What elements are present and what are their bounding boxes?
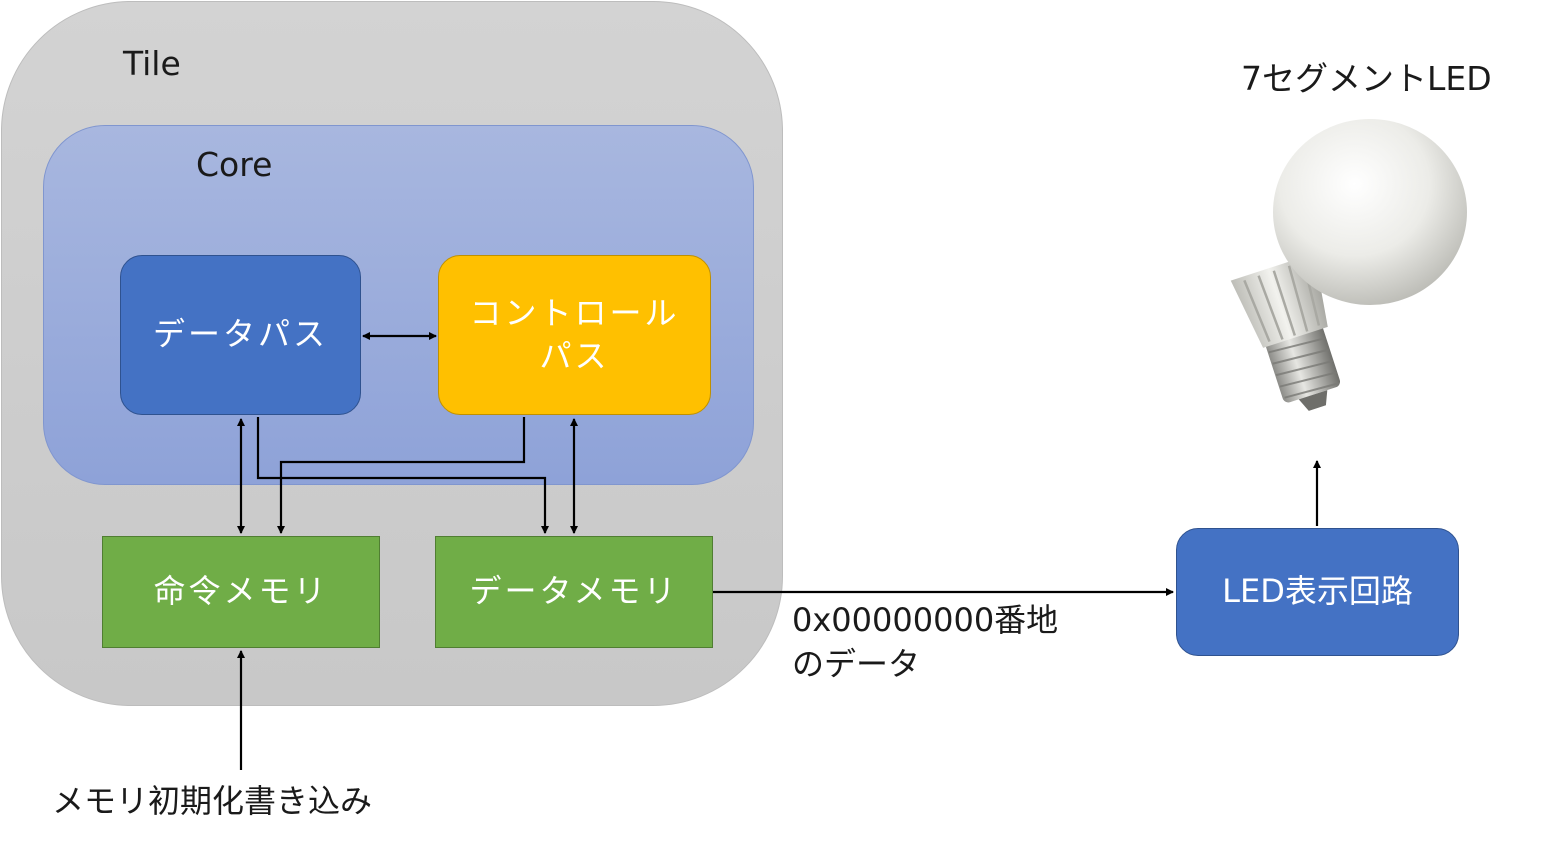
controlpath-imem-wire: [277, 417, 526, 534]
datapath-label: データパス: [152, 315, 328, 354]
tile-label: Tile: [123, 44, 181, 83]
data-memory-block: データメモリ: [435, 536, 713, 648]
core-label: Core: [196, 145, 273, 184]
datapath-dmem-wire: [256, 417, 549, 534]
address-note: 0x00000000番地 のデータ: [792, 598, 1058, 686]
data-memory-label: データメモリ: [469, 572, 679, 611]
led-display-circuit-block: LED表示回路: [1176, 528, 1459, 656]
controlpath-label-line1: コントロール: [469, 293, 680, 332]
datapath-block: データパス: [120, 255, 361, 415]
controlpath-label-line2: パス: [539, 337, 610, 375]
address-note-line1: 0x00000000番地: [792, 601, 1059, 639]
seven-segment-label: 7セグメントLED: [1241, 59, 1492, 98]
light-bulb-icon: [1230, 119, 1467, 411]
instruction-memory-block: 命令メモリ: [102, 536, 380, 648]
led-display-circuit-label: LED表示回路: [1222, 572, 1413, 611]
controlpath-block: コントロール パス: [438, 255, 711, 415]
address-note-line2: のデータ: [792, 645, 921, 683]
memory-init-label: メモリ初期化書き込み: [52, 782, 373, 820]
instruction-memory-label: 命令メモリ: [153, 572, 329, 611]
